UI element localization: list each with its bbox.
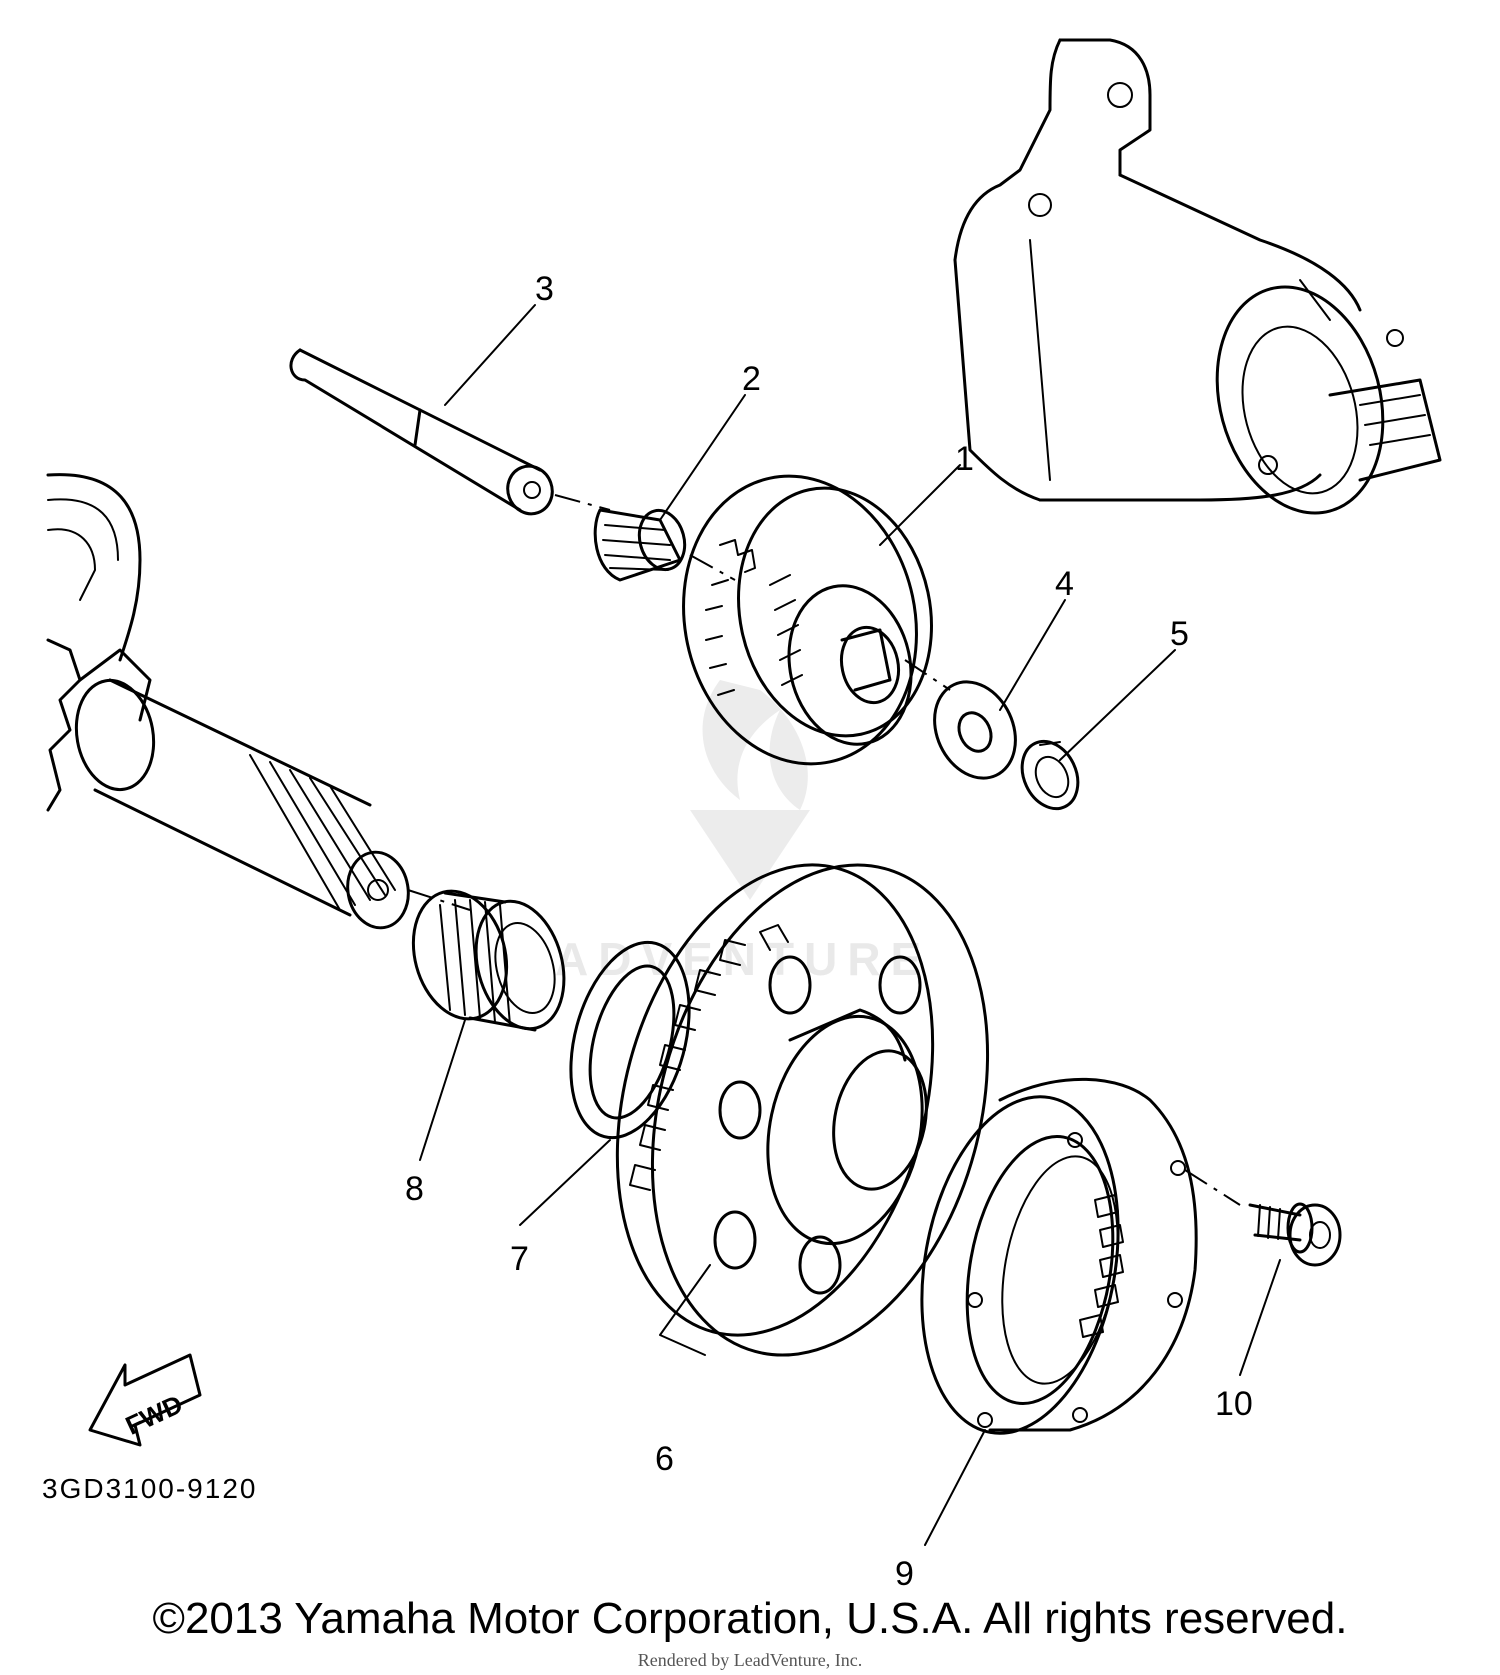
callout-3[interactable]: 3	[535, 270, 554, 308]
part-5-circlip	[1020, 739, 1080, 811]
fwd-arrow-icon: FWD	[88, 1353, 202, 1447]
copyright-notice: ©2013 Yamaha Motor Corporation, U.S.A. A…	[152, 1594, 1348, 1643]
crankshaft	[46, 473, 471, 930]
part-9-one-way-clutch	[920, 1077, 1241, 1435]
part-6-starter-wheel-gear	[615, 863, 990, 1357]
part-3-idler-shaft	[289, 348, 611, 516]
callout-6[interactable]: 6	[655, 1440, 674, 1478]
watermark-text: ADVENTURE	[555, 933, 931, 985]
callout-5[interactable]: 5	[1170, 615, 1189, 653]
part-1-idler-gear	[682, 474, 951, 766]
part-8-needle-bearing	[411, 889, 566, 1032]
callout-10[interactable]: 10	[1215, 1385, 1253, 1423]
callout-1[interactable]: 1	[955, 440, 974, 478]
starter-motor	[953, 38, 1442, 515]
part-2-needle-bearing	[593, 508, 736, 582]
callout-2[interactable]: 2	[742, 360, 761, 398]
part-4-washer	[933, 680, 1017, 780]
callout-7[interactable]: 7	[510, 1240, 529, 1278]
leader-lines	[419, 304, 1281, 1546]
part-10-bolt	[1248, 1202, 1342, 1267]
callout-9[interactable]: 9	[895, 1555, 914, 1593]
callout-8[interactable]: 8	[405, 1170, 424, 1208]
rendered-by-note: Rendered by LeadVenture, Inc.	[637, 1650, 863, 1670]
callout-4[interactable]: 4	[1055, 565, 1074, 603]
part-7-thrust-washer	[569, 940, 691, 1140]
diagram-code: 3GD3100-9120	[42, 1473, 257, 1504]
watermark-logo: ADVENTURE	[555, 680, 931, 985]
fwd-label: FWD	[121, 1389, 187, 1441]
callout-labels: 1 2 3 4 5 6 7 8 9 10	[405, 270, 1253, 1593]
